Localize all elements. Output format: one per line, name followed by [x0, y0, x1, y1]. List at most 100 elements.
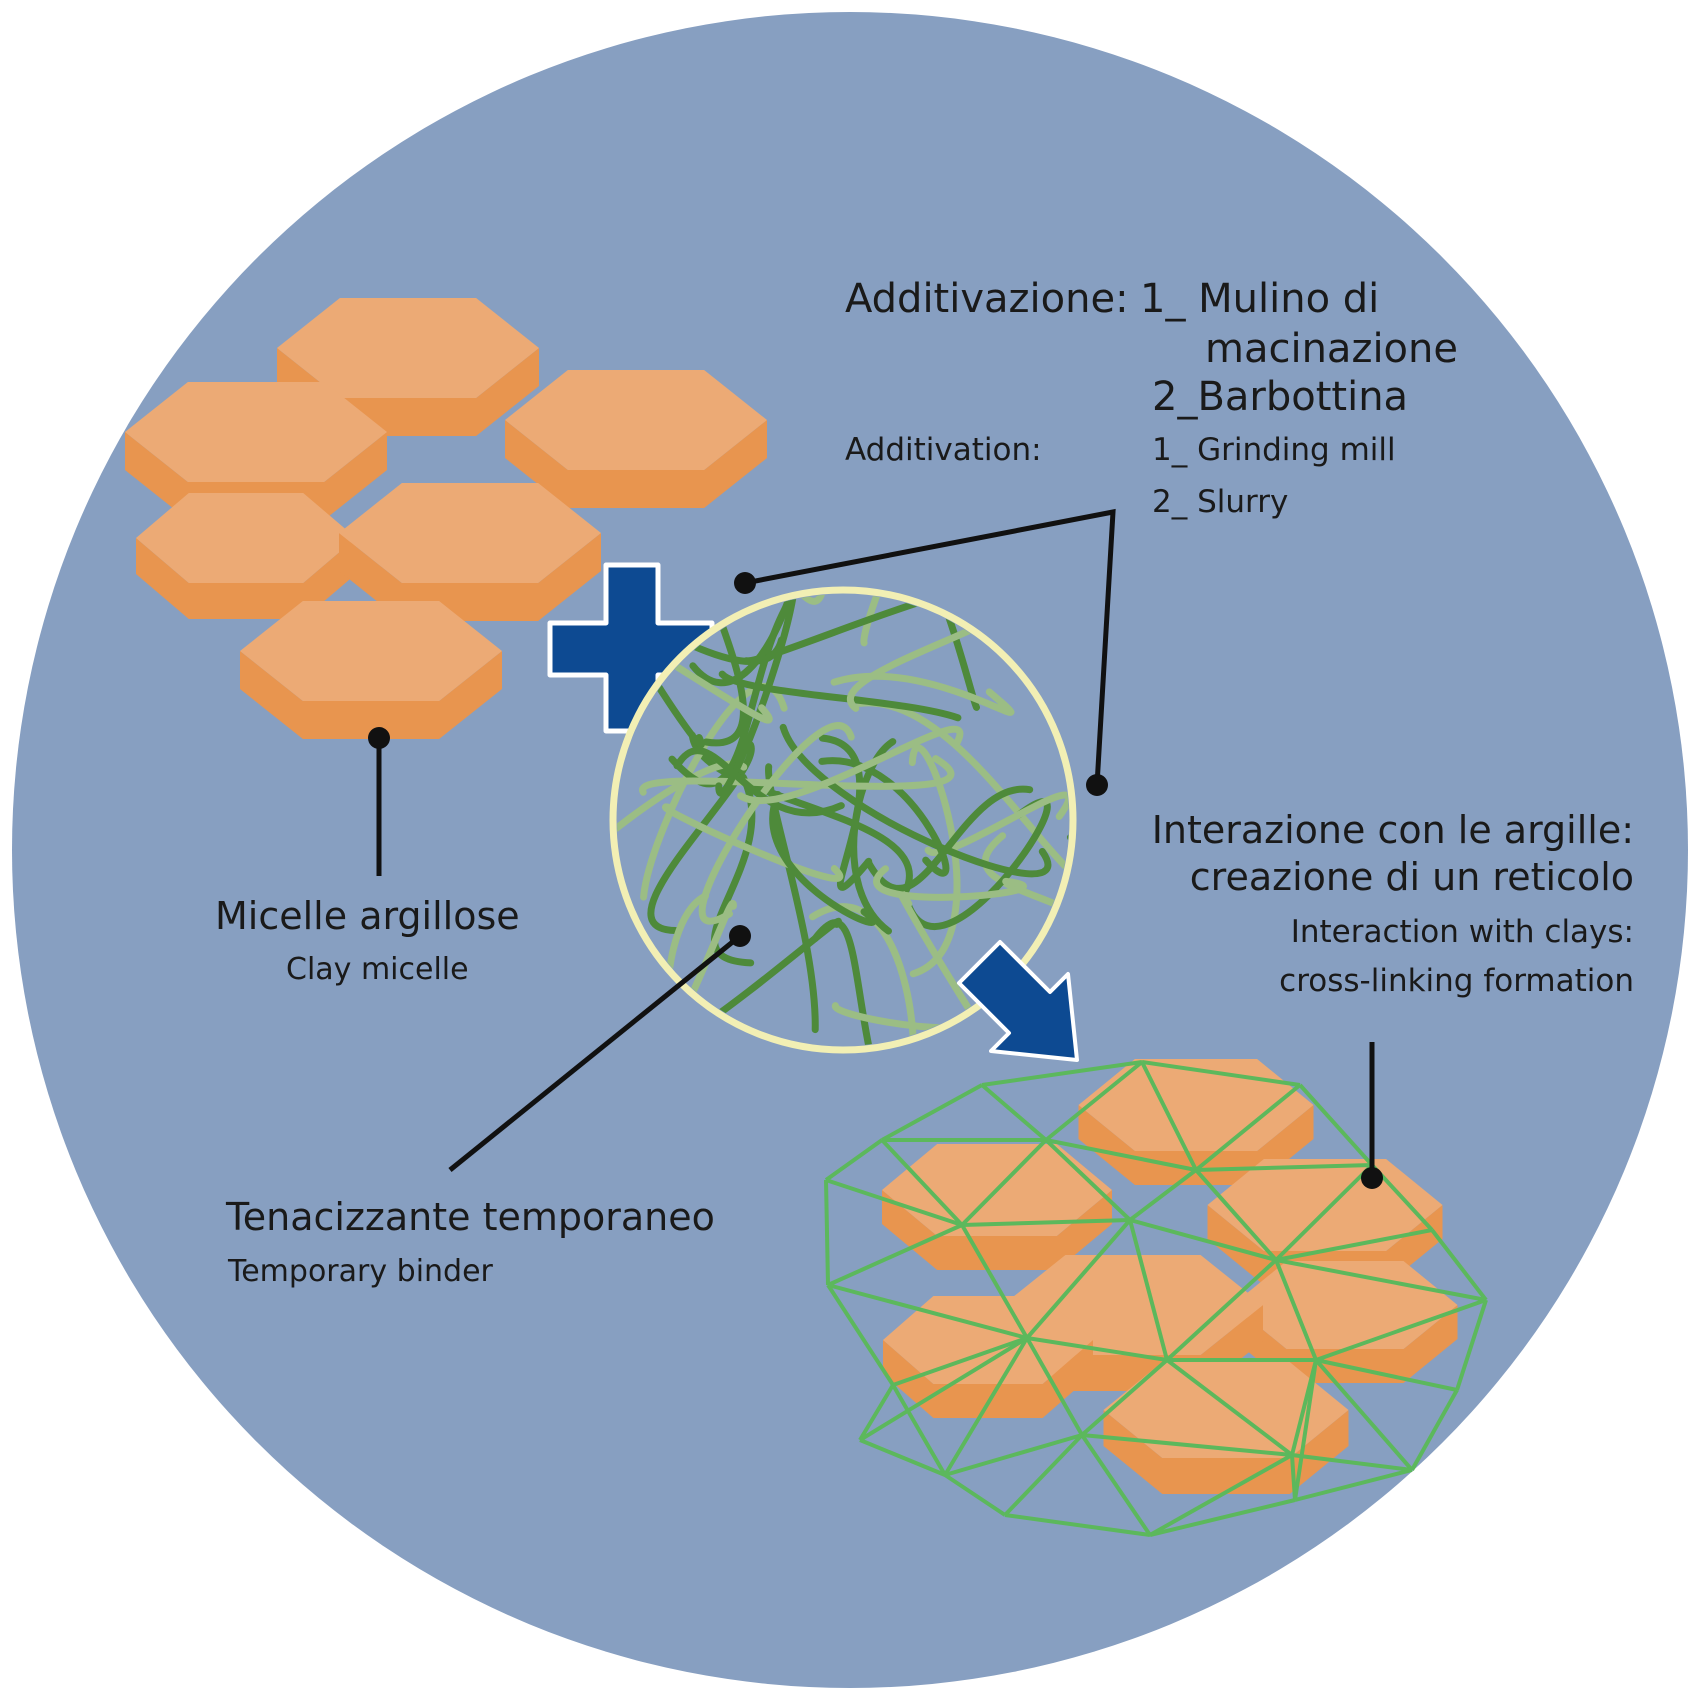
network-edge — [858, 1336, 1029, 1442]
network-edge — [944, 1433, 1083, 1477]
network-edge — [826, 1283, 895, 1387]
polymer-fiber — [715, 594, 799, 797]
network-edge — [1275, 1258, 1487, 1302]
network-edge — [1044, 1060, 1144, 1142]
network-edge — [825, 1178, 963, 1227]
hexagon-side — [339, 533, 601, 621]
network-edge — [961, 1218, 1131, 1227]
clay-label: Micelle argillose Clay micelle — [215, 894, 520, 987]
network-edge — [1025, 1337, 1084, 1436]
clay-label-en: Clay micelle — [286, 952, 469, 987]
network-edge — [891, 1383, 947, 1477]
interaction-label-it-2: creazione di un reticolo — [1190, 855, 1634, 899]
network-edge — [1080, 1433, 1152, 1537]
network-edge — [960, 1224, 1029, 1339]
network-edge — [1194, 1083, 1302, 1172]
polymer-fiber — [818, 757, 950, 877]
polymer-fiber — [698, 722, 855, 925]
network-edge — [981, 1060, 1143, 1087]
network-edge — [1430, 1228, 1488, 1302]
clay-micelles-illustration — [125, 298, 767, 739]
network-edge — [1298, 1083, 1374, 1167]
hexagon-side — [136, 538, 356, 619]
polymer-fiber — [811, 919, 935, 1046]
hexagon-side — [1078, 1105, 1314, 1185]
network-edge — [1410, 1389, 1459, 1471]
hexagon-side — [1103, 1410, 1349, 1494]
network-edge — [892, 1336, 1028, 1387]
network-edge — [1165, 1358, 1294, 1457]
network-edge — [1293, 1359, 1318, 1501]
network-edge — [880, 1138, 964, 1227]
hexagon-top — [277, 298, 539, 398]
hexagon-top — [240, 601, 502, 701]
network-edge — [1291, 1453, 1413, 1472]
polymer-fiber — [738, 594, 828, 605]
leader-lines — [376, 508, 1375, 1178]
polymer-fiber — [661, 803, 844, 882]
interaction-label: Interazione con le argille: creazione di… — [1152, 808, 1634, 999]
binder-label-en: Temporary binder — [227, 1254, 494, 1289]
network-edge — [1194, 1168, 1278, 1262]
hexagon-side — [883, 1340, 1093, 1418]
additivation-en-item1: 1_ Grinding mill — [1152, 432, 1396, 468]
leader-dots — [368, 572, 1383, 1189]
network-edge — [1080, 1358, 1169, 1437]
cross-linking-network — [824, 1060, 1488, 1537]
polymer-fiber — [908, 744, 961, 978]
polymer-fiber — [737, 725, 964, 805]
network-edge — [1081, 1433, 1293, 1457]
additivation-it-prefix: Additivazione: — [845, 276, 1129, 322]
hexagon-side — [240, 651, 502, 739]
network-clay-micelles — [882, 1059, 1458, 1494]
network-edge — [1314, 1358, 1414, 1472]
network-edge — [1045, 1138, 1197, 1172]
polymer-fiber — [850, 738, 897, 935]
network-edge — [1165, 1258, 1278, 1362]
network-edge — [1003, 1433, 1084, 1517]
interaction-label-en-2: cross-linking formation — [1279, 963, 1634, 999]
network-edge — [1274, 1163, 1374, 1262]
hexagon-side — [505, 420, 767, 508]
additivation-en-prefix: Additivation: — [845, 432, 1042, 468]
polymer-fiber — [809, 903, 918, 1046]
network-edge — [1128, 1219, 1169, 1361]
network-edge — [1455, 1299, 1488, 1391]
network-edge — [1275, 1228, 1433, 1262]
network-edge — [1128, 1168, 1198, 1222]
polymer-fiber — [981, 832, 1069, 976]
network-edge — [824, 1179, 830, 1286]
hexagon-top — [1207, 1159, 1443, 1251]
network-edge — [827, 1283, 1028, 1340]
polymer-fiber — [830, 594, 980, 711]
hexagon-top — [136, 493, 356, 583]
polymer-fiber — [873, 865, 1027, 901]
hexagon-side — [882, 1190, 1112, 1270]
polymer-fiber — [864, 785, 1034, 892]
clay-label-it: Micelle argillose — [215, 894, 520, 938]
arrow-down-right-icon — [957, 940, 1079, 1062]
polymer-fiber — [860, 594, 1000, 647]
hexagon-top — [1103, 1362, 1349, 1458]
network-edge — [980, 1083, 1048, 1142]
network-edge — [1129, 1218, 1277, 1262]
network-edge — [1140, 1061, 1198, 1171]
additivation-it-item1a: 1_ Mulino di — [1140, 276, 1379, 322]
network-edge — [858, 1383, 895, 1442]
additivation-label: Additivazione: 1_ Mulino di macinazione … — [845, 276, 1458, 520]
network-edge — [1294, 1468, 1413, 1502]
additivation-it-item1b: macinazione — [1205, 326, 1458, 372]
network-edge — [1044, 1138, 1132, 1222]
network-edge — [1004, 1513, 1151, 1537]
network-edge — [881, 1083, 983, 1142]
polymer-fiber — [673, 747, 845, 817]
polymer-fiber — [769, 791, 877, 926]
network-edge — [1315, 1358, 1458, 1392]
interaction-label-it-1: Interazione con le argille: — [1152, 808, 1634, 852]
polymer-fiber — [779, 723, 1052, 878]
additivation-leader — [744, 508, 1116, 786]
network-edge — [1141, 1060, 1301, 1087]
hexagon-top — [505, 370, 767, 470]
polymer-fiber — [689, 594, 805, 687]
